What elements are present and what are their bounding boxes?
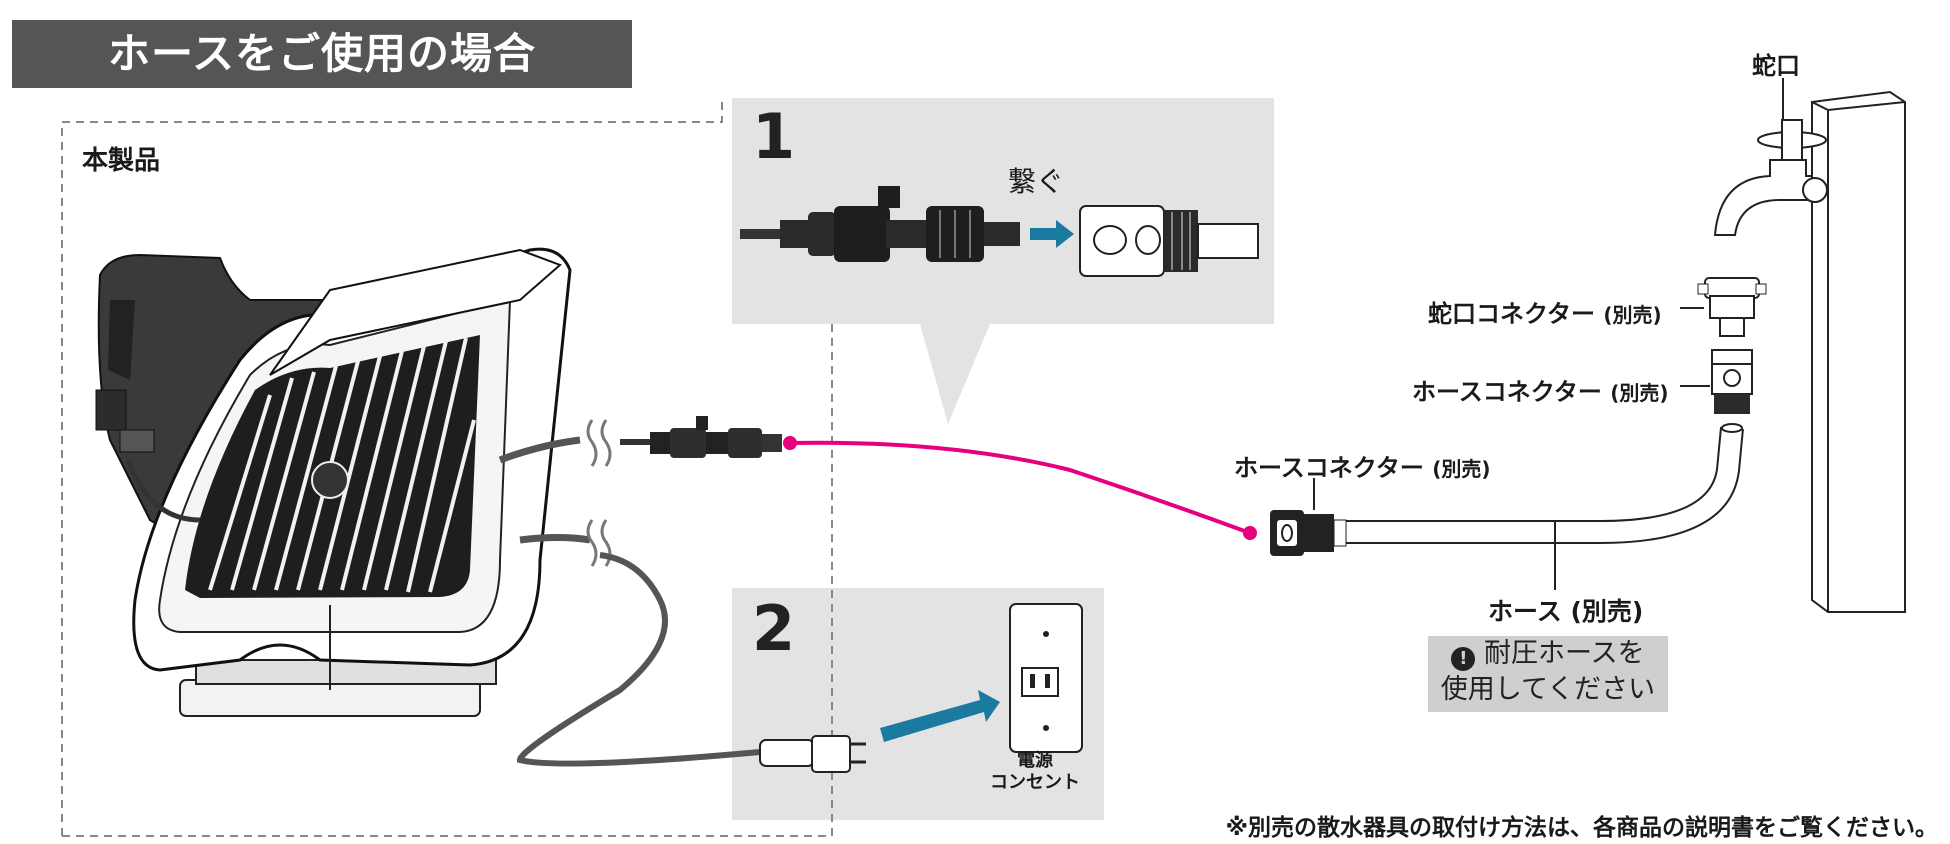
step2-number: 2 (752, 592, 796, 665)
wall-outlet-icon (1009, 603, 1083, 753)
hose-connector-top-name: ホースコネクター (1412, 378, 1602, 406)
exclamation-circle-icon: ! (1451, 647, 1476, 671)
faucet-connector-icon (1697, 277, 1767, 337)
power-cord (516, 552, 761, 767)
step1-number: 1 (752, 100, 796, 173)
title-bar: ホースをご使用の場合 (12, 20, 632, 88)
hose-connector-mid-note: (別売) (1432, 457, 1491, 481)
step1-hose-connector-icon (1079, 205, 1259, 277)
product-unit-icon (95, 247, 572, 717)
page-title: ホースをご使用の場合 (108, 29, 536, 78)
faucet-connector-note: (別売) (1603, 303, 1662, 327)
hose-connector-top-icon (1711, 349, 1753, 414)
outlet-label-line1: 電源 (1017, 750, 1053, 771)
connection-line (789, 440, 1251, 535)
faucet-post-icon (1811, 90, 1906, 613)
hose-connector-mid-label: ホースコネクター (別売) (1234, 448, 1490, 483)
faucet-icon (1713, 119, 1828, 236)
footnote: ※別売の散水器具の取付け方法は、各商品の説明書をご覧ください。 (1225, 815, 1938, 841)
faucet-connector-label: 蛇口コネクター (別売) (1428, 294, 1662, 329)
step2-arrow (880, 690, 1000, 742)
warning-box: ! 耐圧ホースを 使用してください (1428, 636, 1668, 712)
hose-label: ホース (別売) (1488, 597, 1644, 626)
power-plug-icon (759, 735, 866, 773)
step1-action-label: 繋ぐ (1008, 165, 1065, 198)
warning-line1: 耐圧ホースを (1483, 638, 1645, 669)
warning-line1-row: ! 耐圧ホースを (1428, 636, 1668, 672)
outlet-label: 電源 コンセント (990, 750, 1080, 794)
step1-arrow (1030, 220, 1074, 248)
faucet-connector-name: 蛇口コネクター (1428, 300, 1596, 328)
product-boundary (61, 98, 723, 836)
faucet-label: 蛇口 (1752, 52, 1800, 80)
step1-connector-illustration (740, 186, 1020, 262)
product-water-hose (498, 436, 581, 464)
hose-connector-top-label: ホースコネクター (別売) (1412, 372, 1668, 407)
hose-connector-top-note: (別売) (1610, 381, 1669, 405)
break-marks (586, 419, 612, 567)
hose-connector-mid-name: ホースコネクター (1234, 454, 1424, 482)
outlet-label-line2: コンセント (990, 772, 1080, 793)
product-valve-connector-icon (620, 416, 782, 458)
product-label: 本製品 (82, 146, 161, 176)
warning-line2: 使用してください (1440, 674, 1656, 705)
hose-connector-mid-icon (1270, 510, 1347, 556)
step1-pointer (920, 324, 990, 424)
